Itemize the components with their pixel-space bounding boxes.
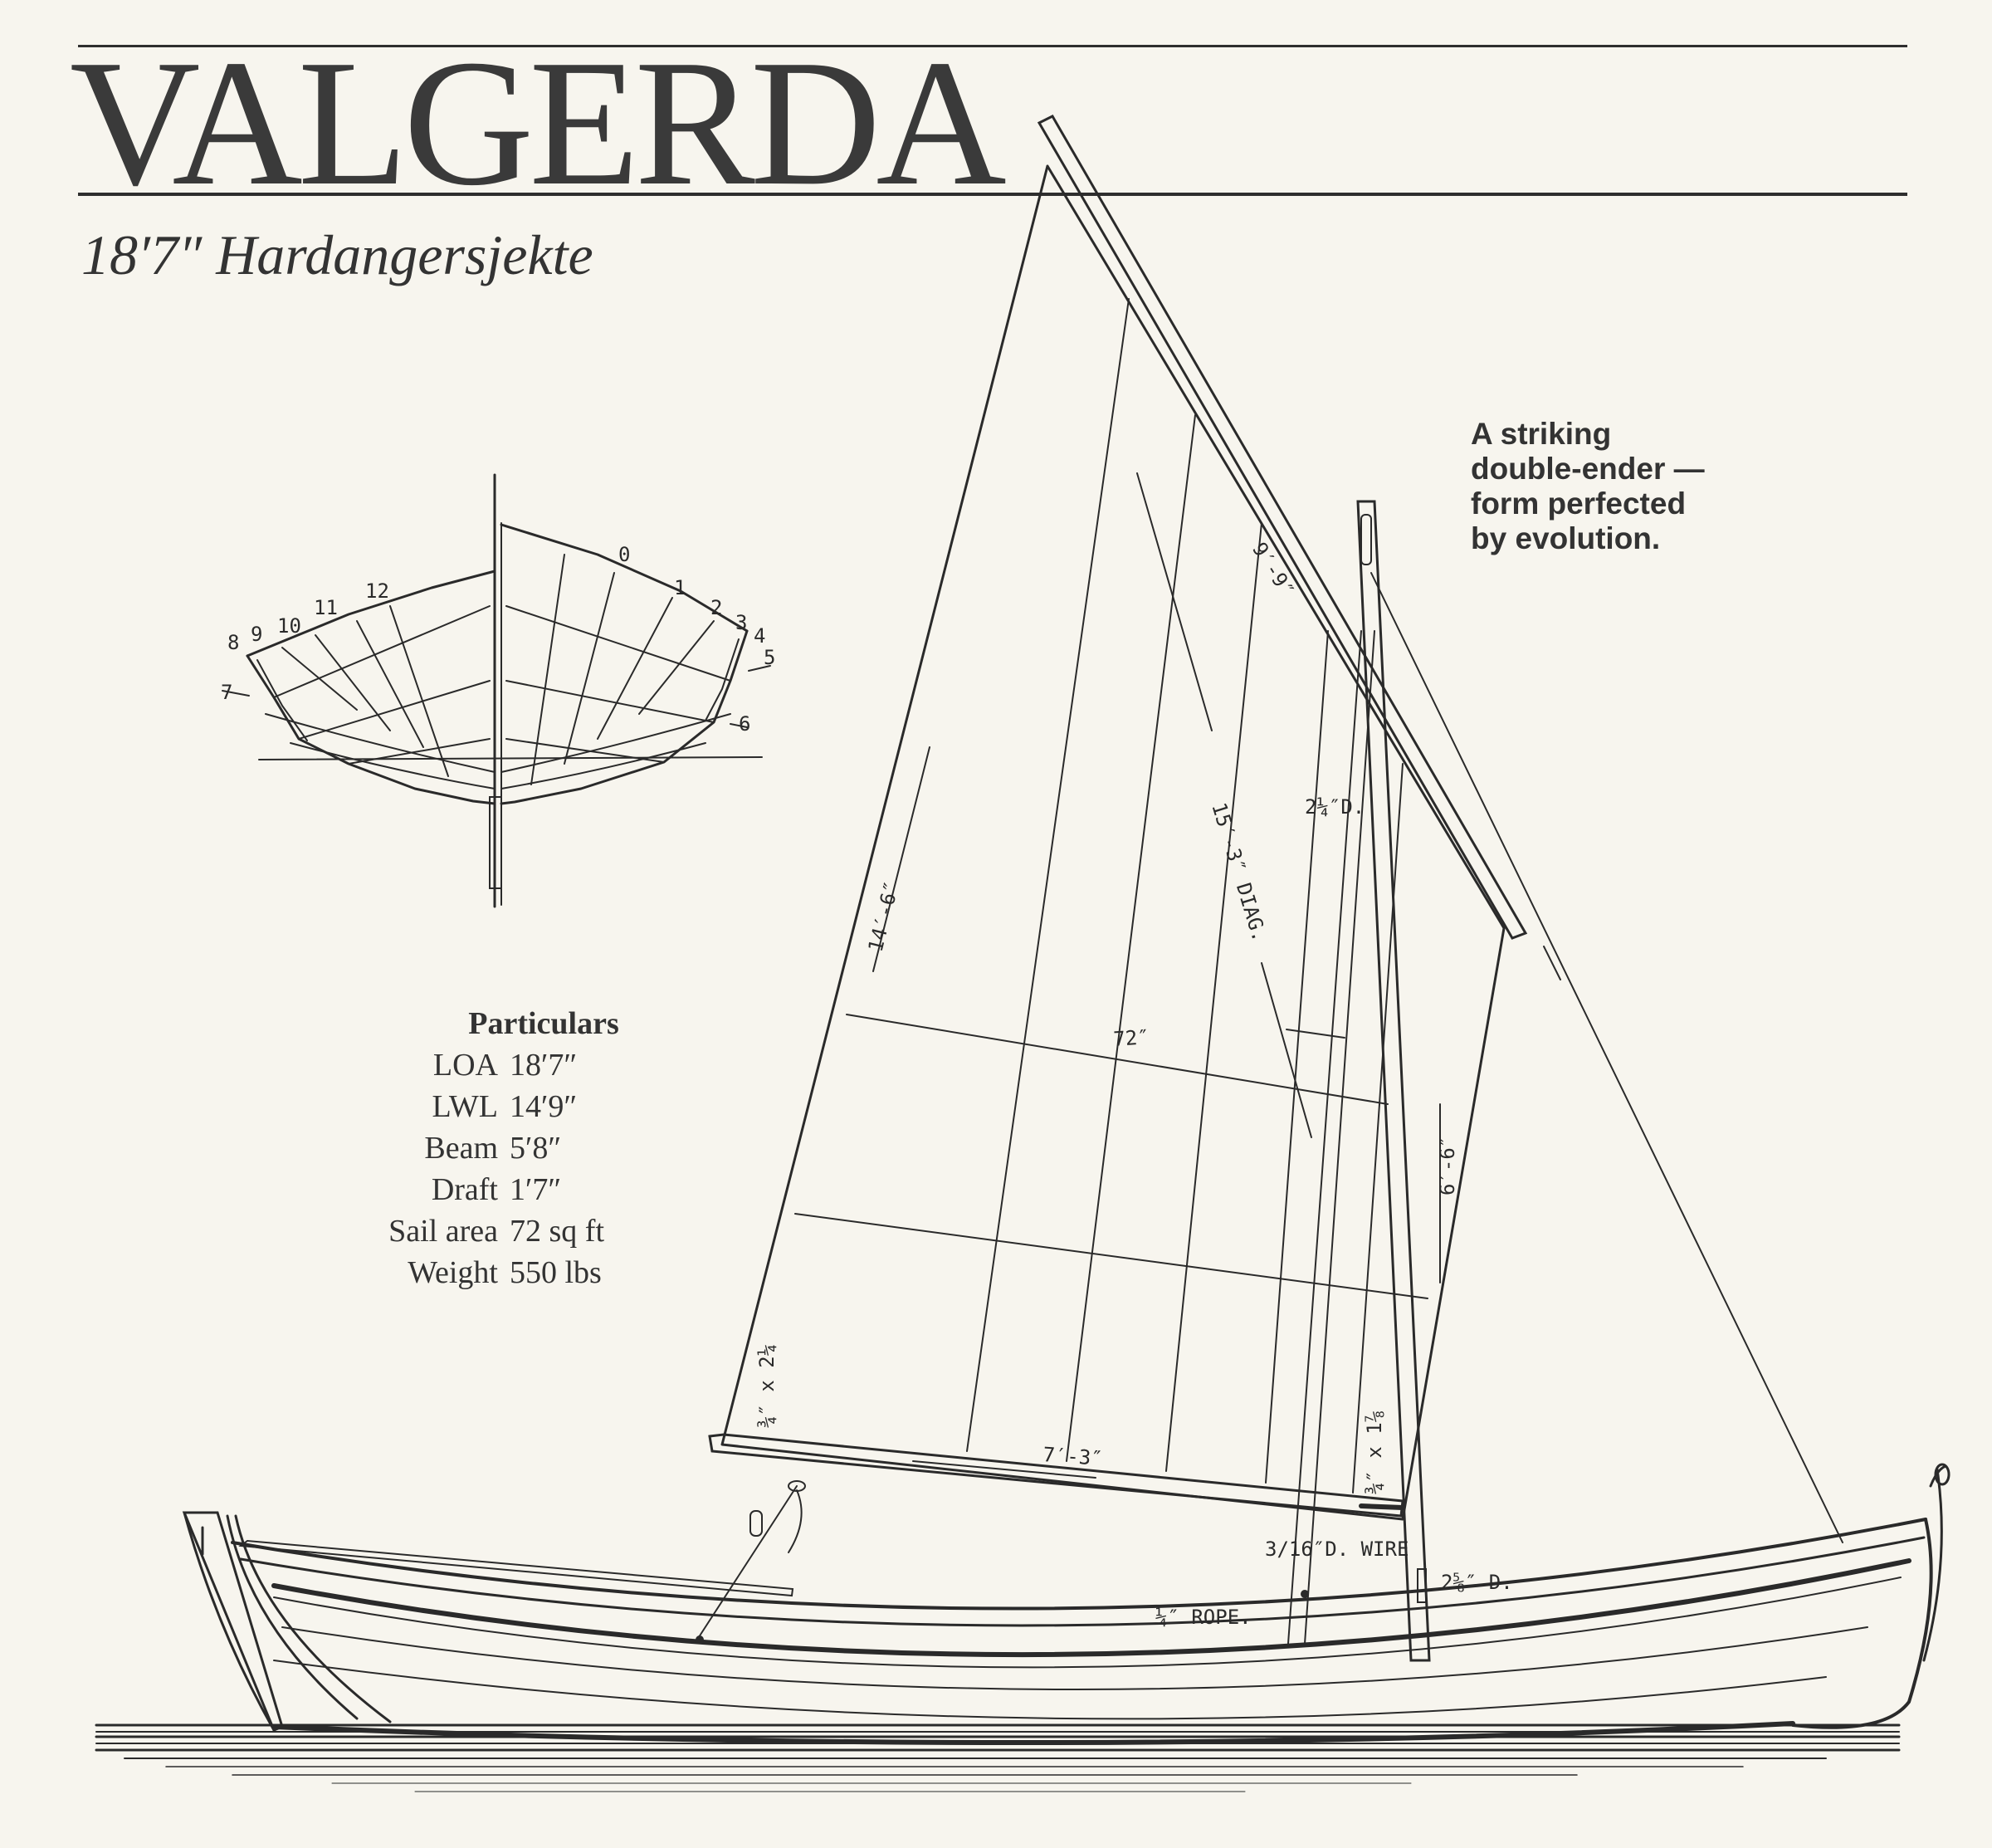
dim-boom-aft: ¾″ x 1⅞: [1363, 1410, 1386, 1494]
particulars-value: 14′9″: [510, 1089, 578, 1124]
dimension-lines: [872, 746, 1561, 1479]
title-rule: [78, 193, 1907, 196]
particulars-row: Weight 550 lbs: [332, 1252, 681, 1293]
sail-outline: [720, 164, 1506, 1521]
top-rule: [78, 45, 1907, 47]
station-number: 12: [365, 579, 389, 603]
dim-luff: 14′-6″: [864, 879, 904, 955]
stem-head: [1929, 1464, 1947, 1488]
strake: [273, 1577, 1902, 1669]
halyard-wire: [1304, 630, 1375, 1645]
strake: [273, 1660, 1827, 1720]
rigging-rope: ¼″ ROPE.: [1155, 1606, 1252, 1629]
dim-boom-fwd: ¾″ x 2¼: [755, 1344, 779, 1428]
sail-plan: 9′-9″ 14′-6″ 15′-3″ DIAG. 72″ 6′-6″ 7′-3…: [696, 115, 1843, 1662]
body-plan-diagonals-fwd: [500, 554, 731, 790]
station-leader: [748, 665, 771, 672]
station-number: 9: [251, 623, 262, 646]
station-leader: [222, 690, 250, 697]
tagline: A striking double-ender — form perfected…: [1471, 417, 1753, 556]
gunwale: [239, 1536, 1926, 1627]
sheet-eye: [696, 1635, 704, 1644]
station-number: 2: [710, 596, 722, 619]
particulars-value: 5′8″: [510, 1131, 562, 1166]
tagline-line: by evolution.: [1471, 521, 1661, 555]
hull-profile: [182, 1463, 1950, 1746]
station-number: 7: [221, 681, 232, 704]
particulars-row: Beam 5′8″: [332, 1127, 681, 1169]
particulars-label: Weight: [408, 1255, 498, 1290]
dim-yard-section: 2¼″D.: [1305, 795, 1365, 819]
station-number: 0: [618, 543, 630, 566]
particulars-value: 1′7″: [510, 1172, 562, 1207]
particulars-label: Sail area: [388, 1214, 498, 1249]
particulars-value: 550 lbs: [510, 1255, 602, 1290]
stern-post: [182, 1511, 284, 1732]
yard-spar: [1037, 115, 1528, 940]
mast-head-sheave: [1360, 514, 1372, 565]
particulars-label: Beam: [424, 1131, 498, 1166]
sheet-block: [749, 1510, 763, 1537]
rigging-wire: 3/16″D. WIRE: [1265, 1538, 1409, 1561]
sail-seams: [794, 298, 1428, 1494]
strake: [281, 1626, 1868, 1690]
stern-curve: [183, 1511, 276, 1732]
sheet-tail: [788, 1489, 803, 1553]
dim-leech: 6′-6″: [1436, 1136, 1459, 1195]
stem: [1922, 1468, 1943, 1662]
station-number: 6: [739, 712, 750, 736]
title: VALGERDA: [70, 23, 1007, 223]
body-plan: 0 1 2 3 4 5 6 7 8 9 10 11 12: [221, 473, 775, 908]
hull-outline-fwd: [705, 638, 740, 721]
station-leader: [730, 723, 748, 728]
particulars-label: LOA: [432, 1048, 498, 1083]
stem: [1791, 1518, 1933, 1729]
mast: [1356, 500, 1431, 1662]
sheer-line-fwd: [500, 523, 749, 633]
particulars-table: Particulars LOA 18′7″ LWL 14′9″ Beam 5′8″ D…: [332, 1003, 681, 1293]
stem-head: [1934, 1463, 1950, 1486]
subtitle: 18′7″ Hardangersjekte: [81, 223, 593, 286]
boom-jaw: [1359, 1503, 1405, 1510]
particulars-row: Sail area 72 sq ft: [332, 1210, 681, 1252]
body-plan-waterline: [258, 756, 763, 760]
oar: [238, 1539, 794, 1597]
particulars-row: LWL 14′9″: [332, 1086, 681, 1127]
tagline-line: form perfected: [1471, 486, 1687, 521]
keel-line: [271, 1721, 1795, 1746]
dim-diagonal: 15′-3″ DIAG.: [1207, 800, 1271, 945]
tagline-line: A striking: [1471, 417, 1612, 451]
station-number: 1: [674, 576, 686, 599]
station-number: 4: [754, 624, 765, 648]
station-number: 11: [314, 596, 338, 619]
station-number: 8: [227, 631, 239, 654]
particulars-value: 18′7″: [510, 1048, 578, 1083]
particulars-heading: Particulars: [468, 1006, 619, 1041]
sheer-line: [231, 1518, 1927, 1611]
hull-outline-fwd: [500, 629, 749, 805]
halyard-knot: [1301, 1590, 1309, 1598]
station-number: 10: [277, 614, 301, 638]
rubrail: [271, 1558, 1911, 1658]
keel-section: [489, 796, 502, 889]
particulars-label: Draft: [431, 1172, 498, 1207]
body-plan-diagonals-aft: [265, 605, 496, 790]
station-number: 5: [764, 646, 775, 669]
forestay: [1370, 572, 1843, 1543]
dim-width: 72″: [1112, 1025, 1150, 1051]
hull-outline-aft: [256, 659, 308, 741]
water-lines: [95, 1723, 1901, 1792]
sheer-line-aft: [246, 570, 496, 658]
particulars-value: 72 sq ft: [510, 1214, 604, 1249]
halyard-rope: [1287, 630, 1362, 1645]
mast-cleat: [1417, 1568, 1427, 1603]
station-number: 3: [735, 611, 747, 634]
dim-boom: 7′-3″: [1042, 1443, 1104, 1470]
particulars-row: Draft 1′7″: [332, 1169, 681, 1210]
particulars-row: LOA 18′7″: [332, 1044, 681, 1086]
tagline-line: double-ender —: [1471, 452, 1705, 486]
particulars-label: LWL: [432, 1089, 498, 1124]
